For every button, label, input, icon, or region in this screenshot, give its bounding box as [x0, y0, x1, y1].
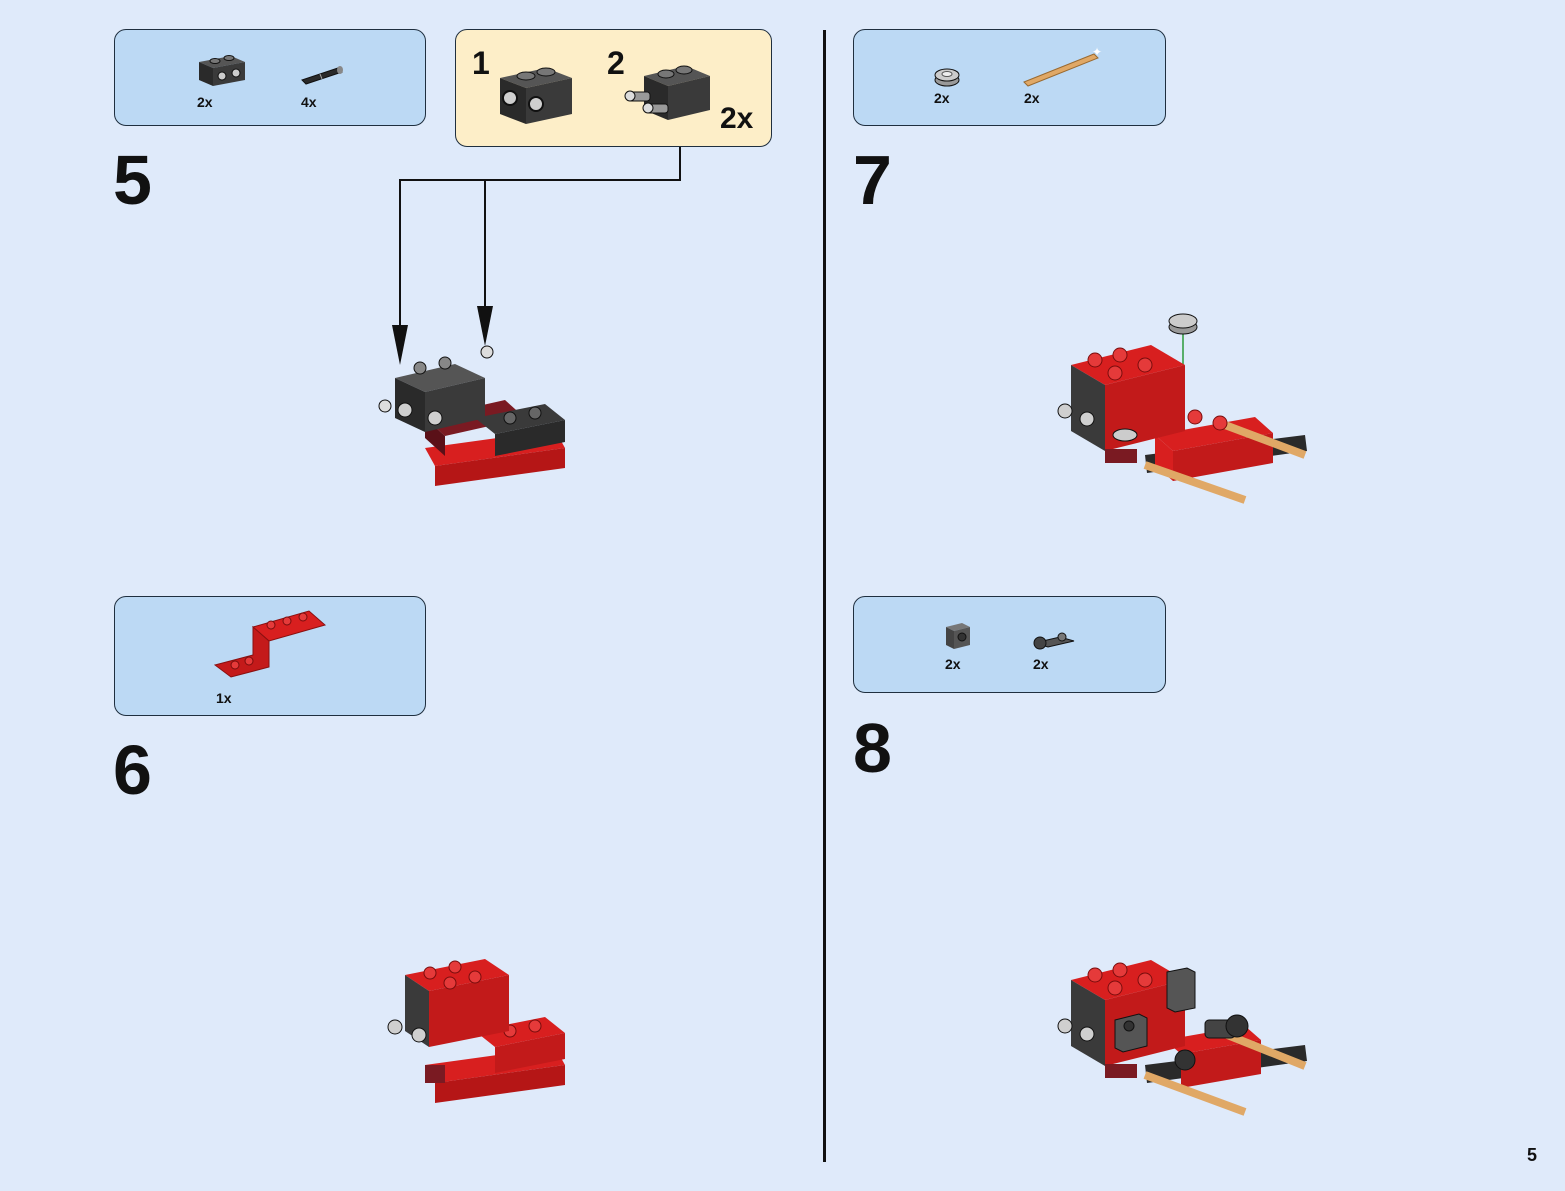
part-qty: 2x: [1024, 90, 1040, 106]
column-divider: [823, 30, 826, 1162]
part-qty: 4x: [301, 94, 317, 110]
step6-assembly-model: [387, 959, 565, 1103]
substep-number: 1: [472, 45, 490, 81]
part-qty: 2x: [1033, 656, 1049, 672]
step8-parts-box: 2x 2x: [853, 596, 1166, 693]
red-bracket-plate-icon: [213, 610, 327, 678]
step5-assembly-model: [378, 345, 565, 486]
step6-parts-box: 1x: [114, 596, 426, 716]
grey-round-plate-icon: [934, 68, 960, 87]
step-number: 8: [853, 709, 892, 787]
part-qty: 2x: [934, 90, 950, 106]
step5-submodel-box: 1 2 2x: [455, 29, 772, 147]
dark-grey-clip-brick-icon: [946, 623, 970, 649]
black-technic-brick-icon: [199, 55, 245, 86]
dark-grey-clip-plate-icon: [1033, 632, 1075, 650]
black-technic-brick-icon: [500, 67, 572, 124]
step7-parts-box: 2x ✦ 2x: [853, 29, 1166, 126]
part-qty: 2x: [197, 94, 213, 110]
pinned-technic-brick-icon: [624, 65, 710, 120]
part-qty: 2x: [945, 656, 961, 672]
step5-parts-box: 2x 4x: [114, 29, 426, 126]
part-qty: 1x: [216, 690, 232, 706]
submodel-multiplier: 2x: [720, 102, 754, 135]
step-number: 7: [853, 141, 892, 219]
step8-assembly-model: [1057, 960, 1307, 1116]
svg-text:✦: ✦: [1092, 45, 1102, 59]
tan-bar-icon: ✦: [1023, 45, 1102, 87]
step-number: 6: [113, 731, 152, 809]
step-number: 5: [113, 141, 152, 219]
substep-number: 2: [607, 45, 625, 81]
black-pin-icon: [301, 66, 343, 85]
step7-assembly-model: [1057, 313, 1307, 504]
page-number: 5: [1526, 1145, 1537, 1165]
